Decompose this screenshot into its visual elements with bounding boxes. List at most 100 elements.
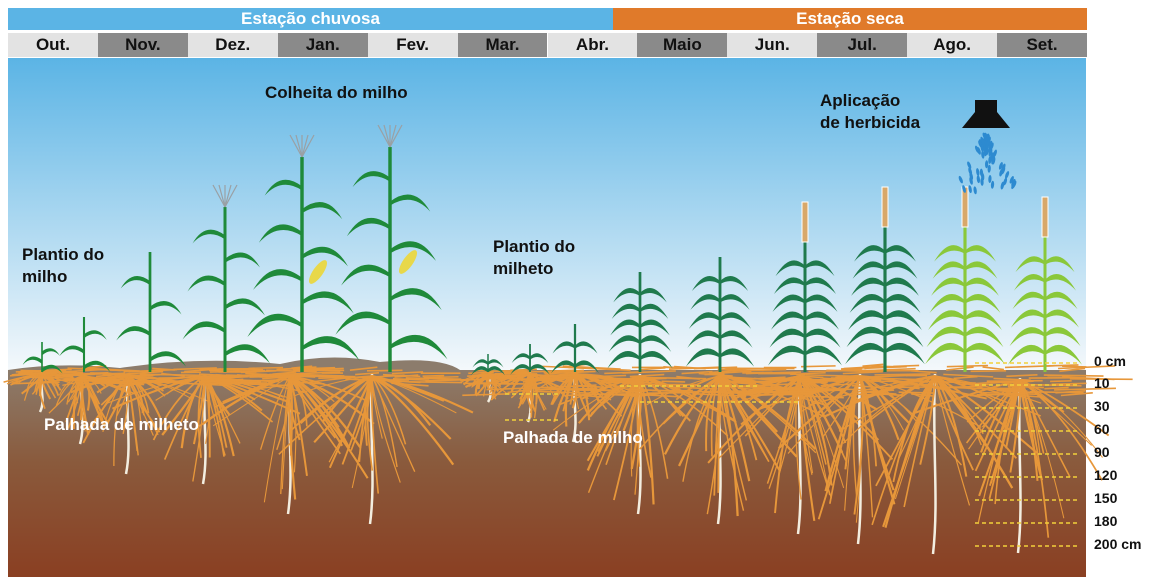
millet-plant bbox=[845, 186, 925, 372]
straw-stalk bbox=[911, 393, 933, 397]
month-cell: Mar. bbox=[457, 33, 548, 57]
plant-leaf bbox=[687, 330, 720, 348]
root-branch bbox=[58, 375, 83, 396]
straw-stalk bbox=[604, 371, 642, 375]
root-branch bbox=[934, 375, 990, 451]
straw-stalk bbox=[629, 373, 665, 378]
root-branch bbox=[663, 375, 721, 455]
corn-plant bbox=[59, 317, 111, 372]
straw-stalk bbox=[842, 370, 883, 375]
root-branch bbox=[859, 375, 962, 466]
month-cell: Jan. bbox=[277, 33, 368, 57]
plant-tassel bbox=[224, 184, 232, 208]
straw-stalk bbox=[382, 373, 421, 378]
plant-leaf bbox=[253, 269, 302, 290]
plant-leaf bbox=[885, 342, 925, 365]
plant-leaf bbox=[720, 330, 753, 348]
spray-drop bbox=[979, 168, 984, 177]
straw-stalk bbox=[1050, 379, 1072, 383]
straw-stalk bbox=[11, 381, 60, 385]
plant-leaf bbox=[1045, 327, 1081, 347]
plant-leaf bbox=[472, 359, 488, 368]
straw-stalk bbox=[345, 378, 375, 382]
straw-stalk bbox=[1044, 386, 1069, 390]
straw-stalk bbox=[627, 392, 668, 396]
spray-drop bbox=[1003, 177, 1008, 186]
plant-leaf bbox=[805, 345, 842, 366]
root-branch bbox=[321, 374, 373, 423]
straw-stalk bbox=[780, 371, 806, 376]
straw-stalk bbox=[805, 374, 862, 378]
plant-leaf bbox=[768, 345, 805, 366]
straw-stalk bbox=[912, 379, 976, 384]
plant-leaf bbox=[552, 341, 575, 354]
plant-leaf bbox=[845, 342, 885, 365]
straw-stalk bbox=[282, 371, 341, 376]
straw-stalk bbox=[760, 377, 802, 382]
corn-ear bbox=[308, 260, 328, 284]
straw-stalk bbox=[546, 374, 596, 377]
straw-stalk bbox=[15, 370, 42, 373]
straw-stalk bbox=[796, 375, 824, 379]
plant-leaf bbox=[928, 310, 965, 331]
straw-stalk bbox=[468, 371, 494, 375]
plant-leaf bbox=[302, 202, 343, 220]
label-plantio-milho: Plantio do milho bbox=[22, 245, 105, 286]
straw-stalk bbox=[583, 378, 618, 383]
straw-stalk bbox=[946, 366, 974, 371]
plant-tassel bbox=[212, 184, 226, 208]
plant-leaf bbox=[848, 310, 885, 331]
plant-leaf bbox=[607, 350, 640, 369]
plant-leaf bbox=[187, 275, 225, 292]
straw-stalk bbox=[982, 366, 1005, 371]
straw-stalk bbox=[475, 374, 522, 378]
month-cell: Nov. bbox=[97, 33, 188, 57]
root-branch bbox=[713, 375, 721, 496]
straw-stalk bbox=[503, 370, 528, 373]
straw-stalk bbox=[575, 394, 607, 399]
straw-stalk bbox=[56, 373, 95, 377]
spray-drop bbox=[981, 150, 985, 159]
straw-stalk bbox=[533, 390, 590, 394]
plant-leaf bbox=[854, 245, 885, 262]
root-branch bbox=[934, 375, 971, 506]
spray-drop bbox=[992, 149, 997, 158]
root-branch bbox=[74, 375, 83, 404]
root-branch bbox=[127, 375, 159, 436]
straw-stalk bbox=[752, 386, 785, 392]
straw-stalk bbox=[675, 390, 729, 394]
herbicide-sprayer-icon bbox=[958, 100, 1017, 195]
month-cell: Jul. bbox=[817, 33, 908, 57]
plant-tassel bbox=[377, 124, 391, 148]
plant-leaf bbox=[925, 342, 965, 365]
depth-label: 180 bbox=[1094, 513, 1118, 529]
straw-stalk bbox=[946, 364, 989, 368]
straw-stalk bbox=[672, 386, 718, 390]
plant-leaf bbox=[192, 229, 225, 244]
root-branch bbox=[859, 375, 877, 467]
plant-leaf bbox=[934, 245, 965, 262]
straw-stalk bbox=[893, 381, 918, 385]
plant-leaf bbox=[640, 288, 667, 303]
straw-stalk bbox=[564, 393, 605, 397]
plant-leaf bbox=[720, 294, 750, 310]
straw-stalk bbox=[840, 367, 863, 372]
straw-stalk bbox=[645, 376, 707, 380]
millet-plant bbox=[607, 272, 673, 372]
plant-leaf bbox=[1012, 291, 1045, 310]
plant-leaf bbox=[688, 312, 720, 329]
straw-stalk bbox=[910, 370, 937, 374]
straw-stalk bbox=[681, 370, 713, 375]
straw-stalk bbox=[460, 376, 501, 382]
corn-plant bbox=[335, 124, 448, 372]
main-root bbox=[931, 373, 937, 555]
plant-leaf bbox=[640, 335, 672, 352]
straw-stalk bbox=[491, 375, 528, 381]
label-palhada-milho: Palhada de milho bbox=[503, 428, 643, 447]
straw-stalk bbox=[208, 368, 251, 372]
plant-leaf bbox=[225, 252, 260, 268]
plant-leaf bbox=[471, 366, 488, 376]
straw-stalk bbox=[996, 389, 1034, 394]
root-branch bbox=[766, 375, 801, 484]
depth-label: 30 bbox=[1094, 398, 1110, 414]
